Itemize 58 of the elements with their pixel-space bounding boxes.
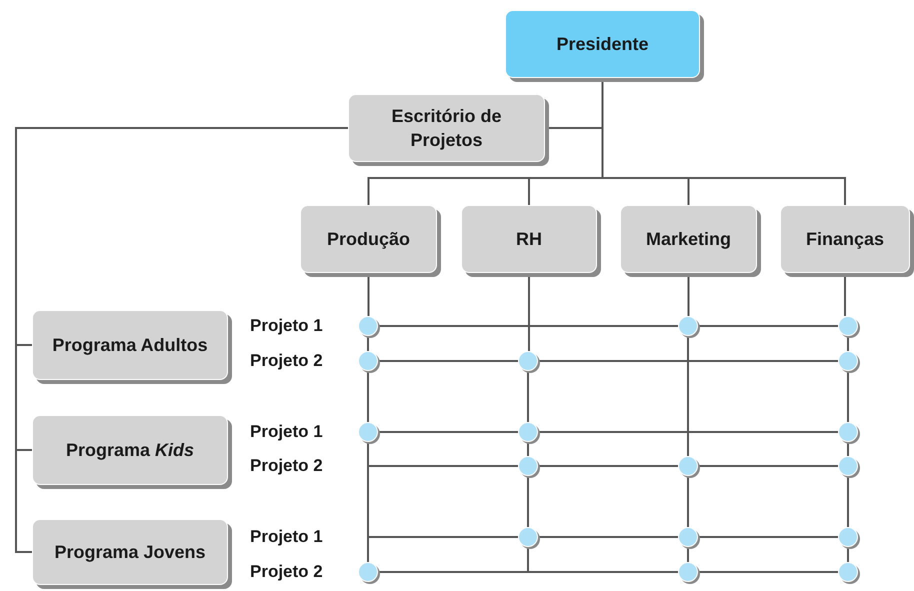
connector-line [687, 336, 689, 456]
box-title: Programa Jovens [54, 541, 206, 564]
project-label: Projeto 2 [250, 351, 323, 371]
connector-line [687, 547, 689, 562]
assignment-dot [838, 456, 858, 476]
connector-line [538, 431, 838, 433]
connector-line [847, 476, 849, 527]
assignment-dot [518, 422, 538, 442]
project-label: Projeto 2 [250, 456, 323, 476]
assignment-dot [838, 562, 858, 582]
connector-line [847, 547, 849, 562]
assignment-dot [358, 316, 378, 336]
assignment-dot [518, 351, 538, 371]
connector-line [378, 325, 678, 327]
assignment-dot [518, 456, 538, 476]
assignment-dot [358, 562, 378, 582]
connector-line [538, 360, 838, 362]
connector-line [847, 371, 849, 422]
box-title: Produção [326, 228, 410, 251]
connector-line [847, 336, 849, 351]
assignment-dot [358, 422, 378, 442]
connector-line [367, 442, 518, 538]
connector-line [378, 360, 518, 362]
box-title: Escritório de Projetos [390, 105, 503, 152]
connector-line [378, 431, 518, 433]
assignment-dot [678, 527, 698, 547]
connector-line [687, 476, 689, 527]
connector-line [527, 371, 529, 422]
project-label: Projeto 1 [250, 527, 323, 547]
connector-line [538, 465, 678, 467]
assignment-dot [838, 351, 858, 371]
connector-line [527, 442, 529, 456]
box-title: Finanças [806, 228, 884, 251]
project-label: Projeto 2 [250, 562, 323, 582]
assignment-dot [838, 422, 858, 442]
project-label: Projeto 1 [250, 422, 323, 442]
connector-line [527, 476, 529, 527]
box-title: Presidente [556, 33, 649, 56]
box-title: Marketing [646, 228, 732, 251]
assignment-dot [518, 527, 538, 547]
assignment-dot [678, 316, 698, 336]
connector-line [698, 536, 838, 538]
box-title: Programa Adultos [52, 334, 208, 357]
assignment-dot [358, 351, 378, 371]
assignment-dot [678, 562, 698, 582]
assignment-dot [678, 456, 698, 476]
connector-line [538, 536, 678, 538]
connector-line [367, 371, 369, 422]
connector-line [847, 442, 849, 456]
assignment-dot [838, 316, 858, 336]
project-label: Projeto 1 [250, 316, 323, 336]
connector-line [698, 325, 838, 327]
box-title: RH [516, 228, 542, 251]
assignment-dot [838, 527, 858, 547]
box-title: Programa Kids [66, 439, 194, 462]
connector-line [698, 571, 838, 573]
connector-line [698, 465, 838, 467]
connector-line [367, 336, 369, 351]
